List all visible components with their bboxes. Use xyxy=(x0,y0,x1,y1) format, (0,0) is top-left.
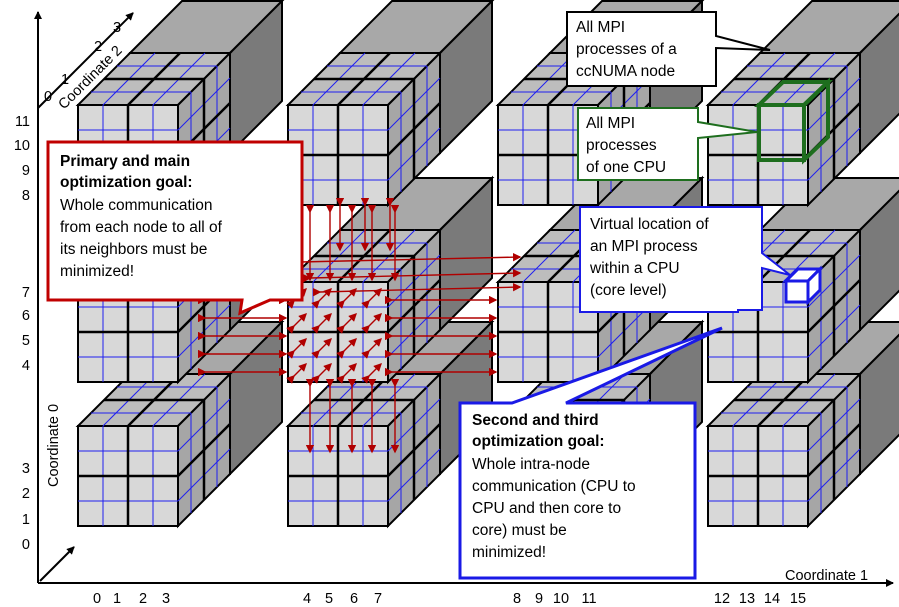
callout-second-body-5: minimized! xyxy=(472,544,546,561)
callout-primary-body-3: its neighbors must be xyxy=(60,241,207,258)
coord0-tick-label: 2 xyxy=(22,486,30,502)
coord1-tick-label: 5 xyxy=(325,591,333,607)
coord1-tick-label: 1 xyxy=(113,591,121,607)
core-highlight-box xyxy=(782,265,824,306)
axis-coordinate-2-line xyxy=(37,12,134,109)
coord1-tick-label: 10 xyxy=(553,591,569,607)
coord1-tick-label: 8 xyxy=(513,591,521,607)
communication-arrow xyxy=(311,338,332,359)
callout-second-title-1: Second and third xyxy=(472,412,599,429)
communication-arrow xyxy=(312,282,522,297)
cpu-highlight-box xyxy=(754,77,833,165)
communication-arrow xyxy=(361,363,382,384)
communication-arrow xyxy=(311,313,332,334)
callout-cpu-line-3: of one CPU xyxy=(586,159,666,176)
node-cube xyxy=(285,371,443,529)
coord2-tick-label: 3 xyxy=(113,20,121,36)
coord1-tick-label: 2 xyxy=(139,591,147,607)
callout-cpu-line-1: All MPI xyxy=(586,115,635,132)
coord0-tick-label: 7 xyxy=(22,285,30,301)
coord1-tick-label: 12 xyxy=(714,591,730,607)
node-cube xyxy=(75,371,233,529)
coord2-tick-label: 0 xyxy=(44,89,52,105)
coord1-tick-label: 0 xyxy=(93,591,101,607)
callout-virtual-line-2: an MPI process xyxy=(590,238,698,255)
coord0-tick-label: 4 xyxy=(22,358,30,374)
coord0-tick-label: 10 xyxy=(14,138,30,154)
coord1-tick-label: 14 xyxy=(764,591,780,607)
callout-primary-title-1: Primary and main xyxy=(60,153,190,170)
coord0-tick-label: 5 xyxy=(22,333,30,349)
coord0-tick-label: 11 xyxy=(15,114,30,130)
callout-second-body-2: communication (CPU to xyxy=(472,478,636,495)
communication-arrow xyxy=(361,313,382,334)
coord1-tick-label: 13 xyxy=(739,591,755,607)
callout-primary-body-2: from each node to all of xyxy=(60,219,223,236)
coord0-tick-label: 9 xyxy=(22,163,30,179)
communication-arrow xyxy=(302,268,522,283)
coord0-tick-label: 0 xyxy=(22,537,30,553)
communication-arrow xyxy=(286,363,307,384)
communication-arrow xyxy=(336,363,357,384)
coord1-tick-label: 7 xyxy=(374,591,382,607)
callout-second-body-4: core) must be xyxy=(472,522,567,539)
callout-virtual-line-3: within a CPU xyxy=(589,260,680,277)
axis-label-coordinate-0: Coordinate 0 xyxy=(46,404,62,487)
callout-primary-title-2: optimization goal: xyxy=(60,174,193,191)
coord1-tick-label: 15 xyxy=(790,591,806,607)
node-cube xyxy=(285,50,443,208)
axis-origin-diagonal-line xyxy=(39,546,75,582)
callout-second-body-1: Whole intra-node xyxy=(472,456,590,473)
callout-ccnuma-line-2: processes of a xyxy=(576,41,677,58)
callout-primary-goal: Primary and main optimization goal: Whol… xyxy=(46,140,304,316)
coord1-tick-label: 3 xyxy=(162,591,170,607)
callout-primary-body-4: minimized! xyxy=(60,263,134,280)
callout-ccnuma-line-3: ccNUMA node xyxy=(576,63,675,80)
callout-ccnuma-line-1: All MPI xyxy=(576,19,625,36)
callout-cpu-line-2: processes xyxy=(586,137,657,154)
communication-arrow xyxy=(292,252,522,267)
coord1-tick-label: 4 xyxy=(303,591,311,607)
callout-second-title-2: optimization goal: xyxy=(472,433,605,450)
callout-second-third-goal: Second and third optimization goal: Whol… xyxy=(458,326,723,580)
coord0-tick-label: 6 xyxy=(22,308,30,324)
communication-arrow xyxy=(361,338,382,359)
callout-virtual-location: Virtual location of an MPI process withi… xyxy=(579,206,791,313)
callout-primary-body-1: Whole communication xyxy=(60,197,212,214)
callout-ccnuma-node: All MPI processes of a ccNUMA node xyxy=(566,11,771,87)
coord2-tick-label: 2 xyxy=(94,39,102,55)
coord0-tick-label: 3 xyxy=(22,461,30,477)
coord0-tick-label: 8 xyxy=(22,188,30,204)
coord1-tick-label: 6 xyxy=(350,591,358,607)
communication-arrow xyxy=(286,338,307,359)
coord2-tick-label: 1 xyxy=(61,72,69,88)
axis-label-coordinate-1: Coordinate 1 xyxy=(785,568,868,584)
communication-arrow xyxy=(336,313,357,334)
communication-arrow xyxy=(311,363,332,384)
callout-virtual-line-4: (core level) xyxy=(590,282,667,299)
communication-arrow xyxy=(286,313,307,334)
coord1-tick-label: 11 xyxy=(581,591,596,607)
communication-arrows xyxy=(198,198,522,454)
callout-virtual-line-1: Virtual location of xyxy=(590,216,709,233)
callout-second-body-3: CPU and then core to xyxy=(472,500,621,517)
communication-arrow xyxy=(336,338,357,359)
coord0-tick-label: 1 xyxy=(22,512,30,528)
callout-one-cpu: All MPI processes of one CPU xyxy=(577,107,758,181)
coord1-tick-label: 9 xyxy=(535,591,543,607)
node-cube xyxy=(705,371,863,529)
